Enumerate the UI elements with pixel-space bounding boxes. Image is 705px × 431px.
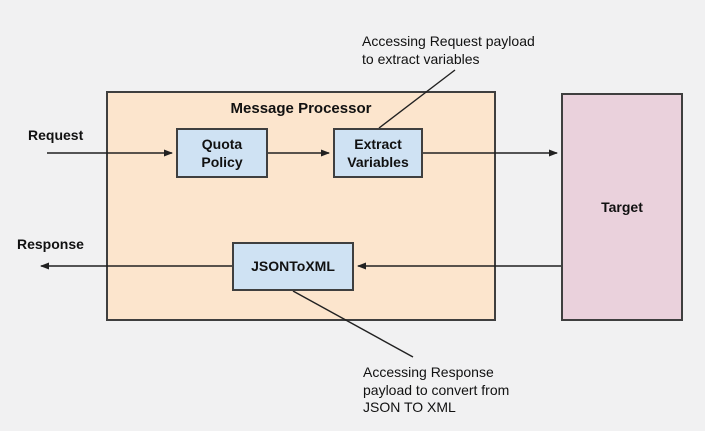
- node-target: Target: [561, 93, 683, 321]
- response-payload-annotation: Accessing Response payload to convert fr…: [363, 364, 510, 415]
- request-payload-annotation: Accessing Request payload to extract var…: [362, 33, 535, 67]
- node-quota-policy: Quota Policy: [176, 128, 268, 178]
- node-extract-variables: Extract Variables: [333, 128, 423, 178]
- request-label: Request: [28, 127, 84, 143]
- response-label: Response: [17, 236, 84, 252]
- message-processor-title: Message Processor: [230, 100, 372, 117]
- node-jsontoxml: JSONToXML: [232, 242, 354, 291]
